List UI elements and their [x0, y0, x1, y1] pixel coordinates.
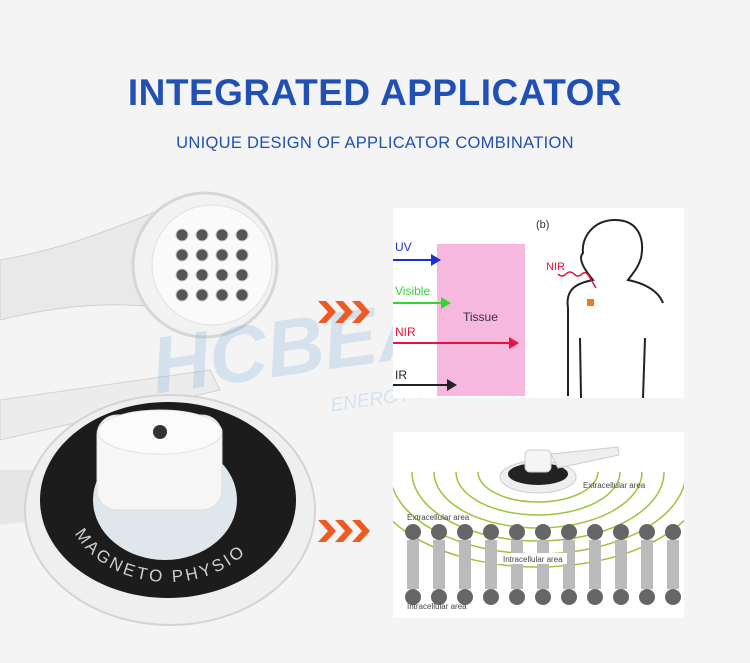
light-penetration-panel: Tissue UV Visible NIR IR (b) NIR [393, 208, 684, 399]
lipid-head [561, 589, 577, 605]
tissue-label: Tissue [463, 310, 498, 324]
led-dot [175, 248, 189, 262]
lipid-tail [563, 540, 575, 589]
lipid-tail [459, 540, 471, 589]
led-dot [235, 228, 249, 242]
led-array [175, 228, 249, 302]
lipid-head [665, 589, 681, 605]
lipid-head [639, 589, 655, 605]
led-dot [175, 288, 189, 302]
lipid-head [561, 524, 577, 540]
lipid-head [613, 524, 629, 540]
field-line [455, 471, 621, 516]
lipid-tail [615, 540, 627, 589]
lipid-head [535, 589, 551, 605]
visible-label: Visible [395, 284, 430, 298]
lipid-head [509, 524, 525, 540]
led-dot [195, 288, 209, 302]
lipid-tail [667, 540, 679, 589]
tissue-block [437, 244, 525, 396]
led-dot [215, 248, 229, 262]
lipid-head [457, 589, 473, 605]
lipid-head [509, 589, 525, 605]
nir-label: NIR [395, 325, 416, 339]
lipid-tail [537, 540, 549, 589]
panel-label-b: (b) [536, 219, 549, 231]
lipid-head [613, 589, 629, 605]
field-line [477, 471, 599, 503]
chevron-arrows-icon [318, 301, 370, 323]
lipid-head [587, 589, 603, 605]
led-dot [195, 228, 209, 242]
page-title: INTEGRATED APPLICATOR [127, 72, 623, 113]
ir-label: IR [395, 368, 407, 382]
lipid-head [457, 524, 473, 540]
intracellular-label-bottom: Intracellular area [407, 602, 467, 611]
extracellular-label-left: Extracellular area [407, 513, 470, 522]
intracellular-label-middle: Intracellular area [503, 555, 563, 564]
uv-label: UV [395, 240, 412, 254]
lipid-tail [511, 540, 523, 589]
cell-membrane [405, 524, 681, 605]
lipid-tail [641, 540, 653, 589]
led-dot [235, 288, 249, 302]
lipid-head [405, 524, 421, 540]
lipid-tail [407, 540, 419, 589]
lipid-head [483, 589, 499, 605]
lipid-head [431, 589, 447, 605]
led-dot [215, 288, 229, 302]
extracellular-label-right: Extracellular area [583, 481, 646, 490]
target-spot [587, 299, 594, 306]
lipid-head [405, 589, 421, 605]
led-dot [235, 268, 249, 282]
lipid-head [535, 524, 551, 540]
lipid-tail [485, 540, 497, 589]
led-dot [235, 248, 249, 262]
lipid-tail [589, 540, 601, 589]
lipid-head [639, 524, 655, 540]
led-dot [175, 268, 189, 282]
magnetic-field-panel: Extracellular area Extracellular area In… [367, 432, 709, 618]
page-subtitle: UNIQUE DESIGN OF APPLICATOR COMBINATION [176, 134, 574, 152]
led-dot [215, 268, 229, 282]
lipid-head [431, 524, 447, 540]
lipid-head [587, 524, 603, 540]
led-dot [195, 248, 209, 262]
body-nir-label: NIR [546, 261, 565, 273]
device-illustration: MAGNETO PHYSIO [0, 191, 316, 626]
led-dot [175, 228, 189, 242]
chevron-arrows-icon [318, 520, 370, 542]
led-dot [195, 268, 209, 282]
lipid-head [665, 524, 681, 540]
lipid-tail [433, 540, 445, 589]
led-dot [215, 228, 229, 242]
lipid-head [483, 524, 499, 540]
